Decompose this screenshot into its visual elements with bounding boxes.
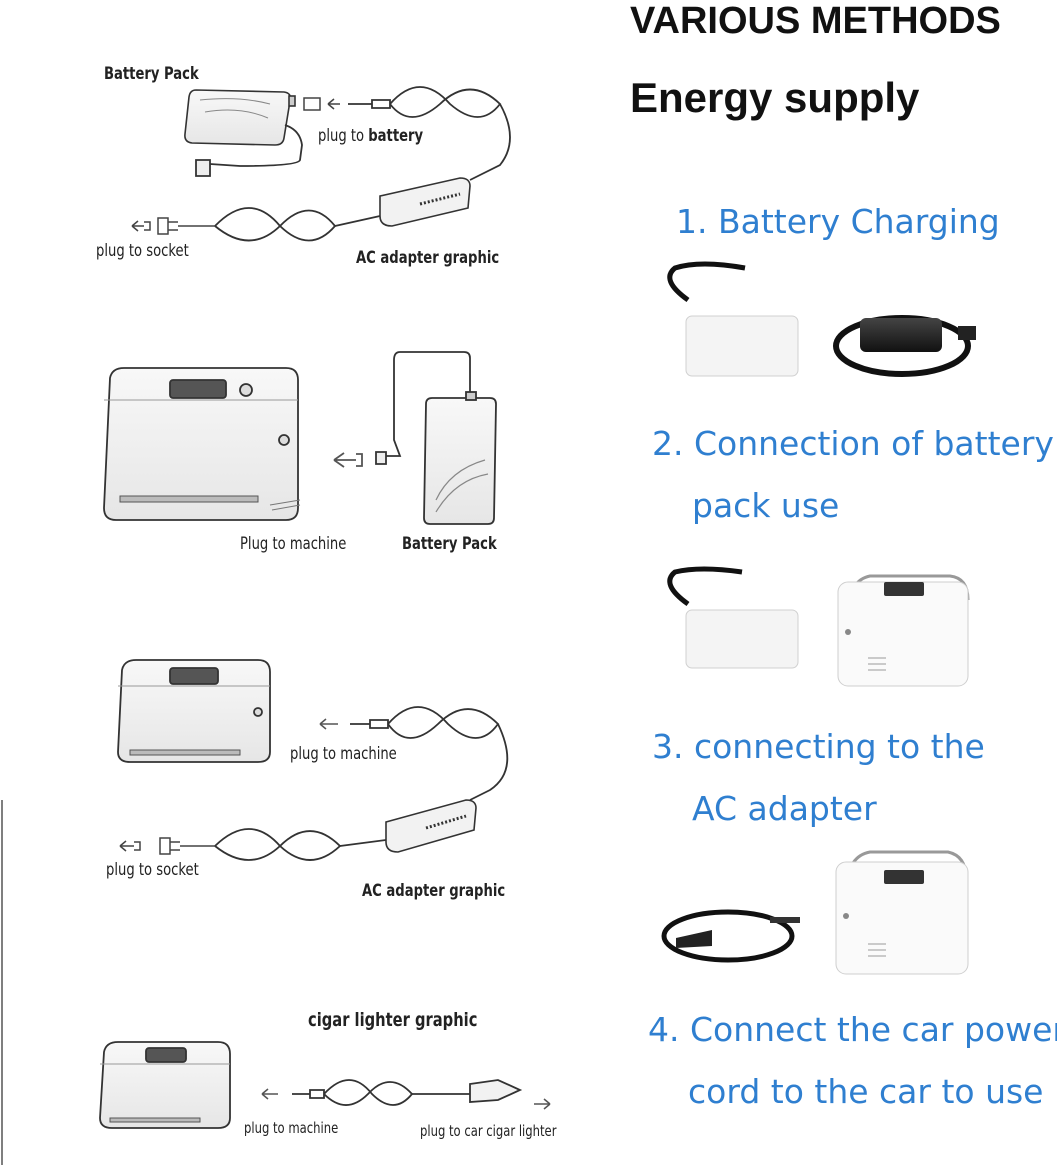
step-3-line-1: 3. connecting to the [652, 727, 985, 766]
d2-plug-to-machine-label: Plug to machine [240, 534, 347, 554]
d2-battery-pack-label: Battery Pack [402, 534, 497, 554]
ac-adapter-photo [833, 315, 976, 377]
d3-ac-adapter-label: AC adapter graphic [362, 881, 506, 901]
page-subtitle: Energy supply [630, 74, 920, 121]
battery-pack-graphic-2 [423, 391, 497, 525]
d3-plug-to-socket-label: plug to socket [106, 860, 199, 880]
step-2-line-1: 2. Connection of battery [652, 424, 1054, 463]
ac-adapter-graphic-2 [385, 799, 477, 853]
oxygen-concentrator-graphic-2 [117, 659, 271, 763]
d1-plug-to-socket-label: plug to socket [96, 241, 189, 261]
d1-battery-text: battery [368, 126, 424, 146]
ac-adapter-graphic-1 [379, 177, 471, 227]
d1-battery-pack-label: Battery Pack [104, 64, 199, 84]
battery-photo-2 [667, 566, 799, 669]
oxygen-concentrator-graphic-1 [103, 367, 301, 521]
d1-ac-adapter-label: AC adapter graphic [356, 248, 500, 268]
page-title: VARIOUS METHODS [630, 0, 1001, 42]
battery-photo-1 [667, 261, 799, 377]
step-4-line-2: cord to the car to use [688, 1072, 1044, 1111]
concentrator-photo-2 [835, 850, 969, 975]
oxygen-concentrator-graphic-3 [99, 1041, 231, 1129]
concentrator-photo-1 [837, 574, 970, 687]
step-2-line-2: pack use [692, 486, 840, 525]
step-1-label: 1. Battery Charging [676, 202, 1000, 241]
d1-plug-to-text: plug to [318, 126, 369, 146]
step-4-line-1: 4. Connect the car power [648, 1010, 1057, 1049]
d4-plug-to-machine-label: plug to machine [244, 1119, 339, 1137]
d4-cigar-lighter-label: cigar lighter graphic [308, 1009, 478, 1031]
step-3-line-2: AC adapter [692, 789, 877, 828]
battery-pack-graphic [184, 89, 296, 146]
d3-plug-to-machine-label: plug to machine [290, 744, 397, 764]
car-cord-photo [661, 909, 800, 963]
d1-plug-to-battery-label: plug to battery [318, 126, 423, 146]
d4-plug-to-car-label: plug to car cigar lighter [420, 1122, 557, 1140]
